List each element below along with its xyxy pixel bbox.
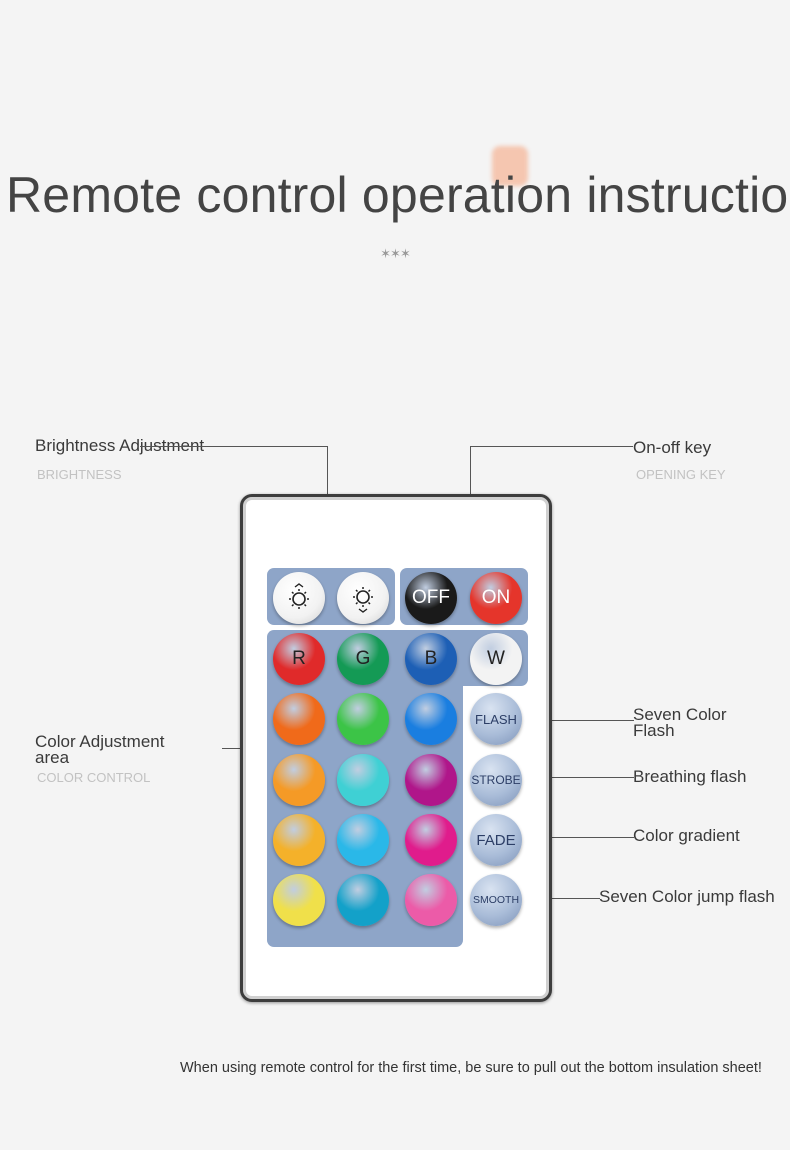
white-button[interactable]: W [470, 633, 522, 685]
footer-note: When using remote control for the first … [180, 1060, 762, 1076]
color-button[interactable] [273, 754, 325, 806]
green-button-label: G [355, 648, 371, 669]
onoff-label: On-off key [633, 438, 712, 457]
brightness-down-button[interactable] [337, 572, 389, 624]
brightness-up-button[interactable] [273, 572, 325, 624]
smooth-button[interactable]: SMOOTH [470, 874, 522, 926]
color-button[interactable] [273, 814, 325, 866]
flash-leader-line [538, 720, 634, 721]
white-button-label: W [487, 648, 505, 669]
color-button[interactable] [273, 874, 325, 926]
fade-label: Color gradient [633, 826, 740, 845]
strobe-button[interactable]: STROBE [470, 754, 522, 806]
color-button[interactable] [337, 814, 389, 866]
brightness-sublabel: BRIGHTNESS [37, 467, 122, 482]
blue-button-label: B [424, 648, 438, 669]
smooth-button-label: SMOOTH [472, 894, 520, 906]
flash-label-line2: Flash [633, 721, 675, 740]
brightness-down-icon [353, 587, 373, 613]
color-button[interactable] [337, 754, 389, 806]
on-button[interactable]: ON [470, 572, 522, 624]
off-button-label: OFF [412, 587, 450, 608]
color-button[interactable] [405, 754, 457, 806]
color-button[interactable] [405, 814, 457, 866]
onoff-sublabel: OPENING KEY [636, 467, 726, 482]
color-area-label-line2: area [35, 748, 70, 767]
strobe-leader-line [538, 777, 634, 778]
brightness-up-icon [289, 583, 309, 609]
color-button[interactable] [405, 693, 457, 745]
flash-button-label: FLASH [475, 711, 517, 727]
brightness-label: Brightness Adjustment [35, 436, 205, 455]
fade-button[interactable]: FADE [470, 814, 522, 866]
star-divider-icon: ✶✶✶ [380, 246, 411, 261]
color-button[interactable] [273, 693, 325, 745]
color-button[interactable] [337, 693, 389, 745]
fade-button-label: FADE [476, 831, 516, 849]
brightness-leader-line [140, 446, 328, 447]
color-area-sublabel: COLOR CONTROL [37, 770, 151, 785]
smooth-leader-line [538, 898, 600, 899]
green-button[interactable]: G [337, 633, 389, 685]
red-button-label: R [292, 648, 306, 669]
onoff-leader-line [470, 446, 633, 447]
strobe-label: Breathing flash [633, 767, 747, 786]
off-button[interactable]: OFF [405, 572, 457, 624]
page-title: Remote control operation instructio [6, 167, 789, 223]
fade-leader-line [538, 837, 634, 838]
strobe-button-label: STROBE [471, 773, 521, 787]
red-button[interactable]: R [273, 633, 325, 685]
on-button-label: ON [481, 587, 511, 608]
color-button[interactable] [337, 874, 389, 926]
title-highlight-mark [492, 146, 528, 186]
flash-button[interactable]: FLASH [470, 693, 522, 745]
color-button[interactable] [405, 874, 457, 926]
blue-button[interactable]: B [405, 633, 457, 685]
flash-label-line1: Seven Color [633, 705, 727, 724]
color-area-label-line1: Color Adjustment [35, 732, 165, 751]
smooth-label: Seven Color jump flash [599, 887, 775, 906]
